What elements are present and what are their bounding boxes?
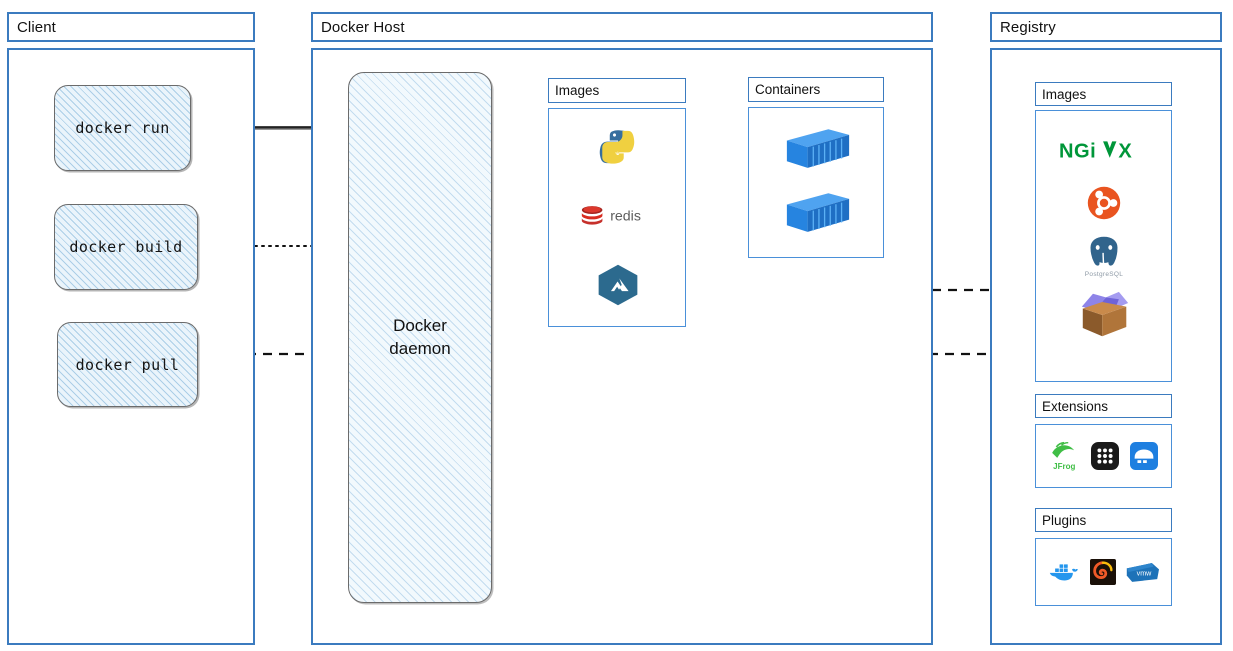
section-header-registry: Registry (990, 12, 1222, 42)
section-label-registry: Registry (1000, 18, 1056, 36)
command-box-docker-build[interactable]: docker build (54, 204, 198, 290)
extensions-icon-row: JFrog (1038, 426, 1169, 486)
blue-storage-app-icon (1129, 442, 1158, 470)
postgresql-logo-icon: PostgreSQL (1078, 232, 1130, 280)
vmware-logo-icon: vmw (1125, 559, 1160, 585)
section-label-client: Client (17, 18, 56, 36)
plugins-icon-row: vmw (1038, 540, 1169, 604)
daemon-label-line2: daemon (389, 338, 451, 358)
panel-header-plugins: Plugins (1035, 508, 1172, 532)
panel-header-containers: Containers (748, 77, 884, 102)
shipping-container-icon (783, 190, 853, 236)
section-header-client: Client (7, 12, 255, 42)
grafana-logo-icon (1089, 559, 1116, 585)
jfrog-logo-icon: JFrog (1049, 441, 1079, 471)
panel-header-extensions: Extensions (1035, 394, 1172, 418)
panel-label-extensions: Extensions (1042, 398, 1109, 414)
redis-wordmark: redis (610, 209, 641, 225)
daemon-label-line1: Docker (393, 316, 447, 336)
section-label-docker-host: Docker Host (321, 18, 405, 36)
ubuntu-logo-icon (1084, 183, 1124, 223)
command-label-docker-build: docker build (69, 238, 183, 256)
panel-label-host-images: Images (555, 83, 600, 98)
redis-logo-icon: redis (578, 198, 658, 232)
docker-whale-logo-icon (1048, 560, 1080, 584)
app-grid-icon (1090, 442, 1119, 470)
panel-header-registry-images: Images (1035, 82, 1172, 106)
panel-label-plugins: Plugins (1042, 512, 1087, 528)
nginx-wordmark: NGi (1059, 141, 1096, 163)
command-label-docker-run: docker run (75, 119, 170, 137)
docker-daemon-box[interactable]: Docker daemon (348, 72, 492, 603)
open-box-package-icon (1076, 288, 1134, 342)
jfrog-wordmark: JFrog (1053, 462, 1076, 471)
section-header-docker-host: Docker Host (311, 12, 933, 42)
svg-text:X: X (1118, 141, 1132, 163)
command-box-docker-pull[interactable]: docker pull (57, 322, 198, 407)
vmware-wordmark: vmw (1137, 570, 1153, 578)
python-logo-icon (592, 124, 642, 172)
shipping-container-icon (783, 126, 853, 172)
postgresql-wordmark: PostgreSQL (1084, 271, 1124, 278)
nginx-logo-icon: NGi X (1058, 136, 1150, 166)
alpine-linux-logo-icon (594, 262, 642, 308)
command-label-docker-pull: docker pull (75, 355, 180, 374)
panel-label-containers: Containers (755, 82, 821, 97)
panel-header-host-images: Images (548, 78, 686, 103)
panel-label-registry-images: Images (1042, 86, 1087, 102)
panel-body-containers (748, 107, 884, 258)
command-box-docker-run[interactable]: docker run (54, 85, 191, 171)
